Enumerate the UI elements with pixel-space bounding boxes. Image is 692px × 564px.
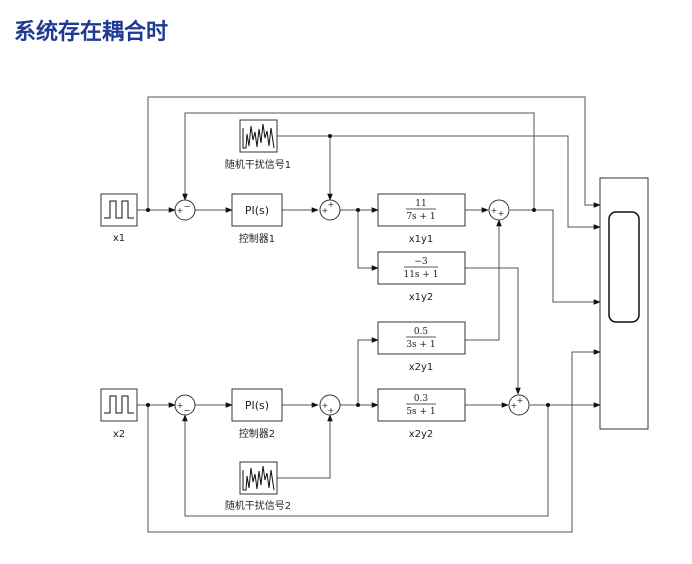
svg-text:+: +	[177, 401, 184, 410]
plant-x1y1[interactable]: 11 7s + 1 x1y1	[377, 193, 466, 245]
source-x1[interactable]: x1	[100, 193, 138, 244]
wires-loop-1	[137, 96, 601, 395]
controller-2-block-text: PI(s)	[245, 399, 269, 412]
svg-text:7s + 1: 7s + 1	[406, 212, 435, 222]
svg-text:−: −	[184, 202, 191, 211]
plant-x1y1-label: x1y1	[409, 234, 434, 245]
controller-1-label: 控制器1	[239, 232, 275, 245]
svg-text:11: 11	[415, 199, 426, 209]
page-title: 系统存在耦合时	[14, 20, 169, 45]
svg-text:0.5: 0.5	[414, 327, 429, 337]
svg-text:+: +	[322, 401, 329, 410]
svg-text:+: +	[328, 200, 335, 209]
svg-text:−3: −3	[414, 257, 428, 267]
svg-text:+: +	[491, 206, 498, 215]
scope-icon	[608, 211, 640, 323]
sum-block-3[interactable]: + +	[488, 199, 510, 221]
plant-x2y1[interactable]: 0.5 3s + 1 x2y1	[377, 321, 466, 373]
controller-1-block-text: PI(s)	[245, 204, 269, 217]
plant-x2y2-label: x2y2	[409, 429, 434, 440]
svg-text:+: +	[517, 396, 524, 405]
svg-text:−: −	[184, 406, 191, 415]
sum-block-5[interactable]: + +	[319, 394, 341, 416]
svg-text:+: +	[322, 206, 329, 215]
svg-text:11s + 1: 11s + 1	[403, 270, 438, 280]
plant-x2y1-label: x2y1	[409, 362, 434, 373]
controller-1[interactable]: PI(s) 控制器1	[231, 193, 283, 245]
sum-block-6[interactable]: + +	[508, 394, 530, 416]
svg-text:+: +	[498, 209, 505, 218]
plant-x1y2-label: x1y2	[409, 292, 434, 303]
random-noise-icon	[242, 465, 275, 491]
step-source-icon	[104, 200, 134, 219]
junction-dots	[146, 134, 550, 407]
noise-2-label: 随机干扰信号2	[225, 499, 291, 512]
svg-text:+: +	[511, 401, 518, 410]
svg-text:+: +	[328, 406, 335, 415]
noise-1-label: 随机干扰信号1	[225, 158, 291, 171]
source-x2-label: x2	[113, 429, 125, 440]
sum-block-2[interactable]: + +	[319, 199, 341, 221]
noise-block-2[interactable]: 随机干扰信号2	[225, 461, 291, 512]
svg-text:5s + 1: 5s + 1	[406, 407, 435, 417]
plant-x2y2[interactable]: 0.3 5s + 1 x2y2	[377, 388, 466, 440]
svg-text:+: +	[177, 206, 184, 215]
wires-loop-2	[137, 337, 601, 533]
svg-text:0.3: 0.3	[414, 394, 429, 404]
step-source-icon	[104, 395, 134, 414]
controller-2[interactable]: PI(s) 控制器2	[231, 388, 283, 440]
scope-block[interactable]	[599, 177, 649, 430]
controller-2-label: 控制器2	[239, 427, 275, 440]
source-x2[interactable]: x2	[100, 388, 138, 440]
random-noise-icon	[242, 123, 275, 149]
source-x1-label: x1	[113, 233, 125, 244]
svg-text:3s + 1: 3s + 1	[406, 340, 435, 350]
sum-block-1[interactable]: + −	[174, 199, 196, 221]
sum-block-4[interactable]: + −	[174, 394, 196, 416]
noise-block-1[interactable]: 随机干扰信号1	[225, 119, 291, 171]
plant-x1y2[interactable]: −3 11s + 1 x1y2	[377, 251, 466, 303]
